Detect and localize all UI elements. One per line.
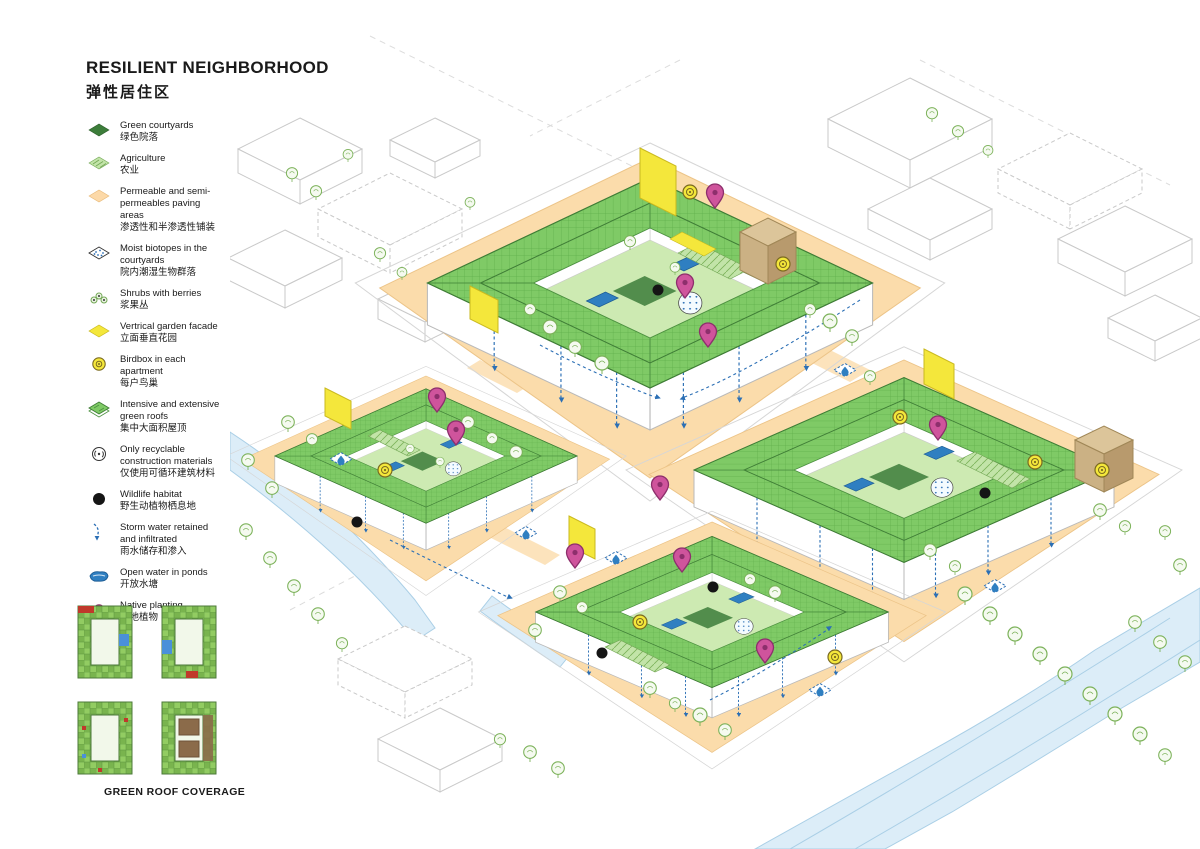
page-title: RESILIENT NEIGHBORHOOD 弹性居住区 [86, 58, 329, 102]
legend-label-zh: 渗透性和半渗透性铺装 [120, 222, 216, 233]
legend-label-en: Intensive and extensive green roofs [120, 399, 220, 422]
legend-label-en: Green courtyards [120, 120, 194, 131]
title-en: RESILIENT NEIGHBORHOOD [86, 58, 329, 77]
legend-label-en: Vertrical garden facade [120, 321, 218, 332]
legend-item-moist-biotopes: Moist biotopes in the courtyards 院内潮湿生物群… [86, 243, 224, 279]
legend-item-shrubs-berries: Shrubs with berries 浆果丛 [86, 288, 224, 312]
green-roof-coverage-plan-2 [161, 605, 217, 679]
legend-label-zh: 仅使用可循环建筑材料 [120, 468, 216, 479]
legend-item-storm-water: Storm water retained and infiltrated 雨水储… [86, 522, 224, 558]
legend-label-en: Permeable and semi-permeables paving are… [120, 186, 211, 221]
title-zh: 弹性居住区 [86, 84, 172, 101]
legend-label-en: Birdbox in each apartment [120, 354, 186, 377]
wildlife-habitat-icon [86, 489, 112, 509]
legend-item-agriculture: Agriculture 农业 [86, 153, 224, 177]
main-axonometric-illustration [230, 0, 1200, 849]
legend-label-zh: 开放水塘 [120, 579, 159, 590]
legend-item-vertical-garden: Vertrical garden facade 立面垂直花园 [86, 321, 224, 345]
legend-label-zh: 每户鸟巢 [120, 378, 159, 389]
legend-label-en: Open water in ponds [120, 567, 208, 578]
legend-label-en: Only recyclable construction materials [120, 444, 213, 467]
river [753, 587, 1200, 849]
green-courtyards-swatch [86, 120, 112, 140]
legend-label-zh: 农业 [120, 165, 140, 176]
permeable-paving-swatch [86, 186, 112, 206]
tan-building-north [738, 217, 798, 285]
context-blocks [226, 77, 1200, 793]
tan-building-east [1073, 425, 1135, 493]
green-roof-coverage-label: GREEN ROOF COVERAGE [104, 786, 246, 798]
legend-item-green-courtyards: Green courtyards 绿色院落 [86, 120, 224, 144]
legend: Green courtyards 绿色院落 Agriculture 农业 Per… [86, 120, 224, 633]
moist-biotopes-swatch [86, 243, 112, 263]
legend-label-zh: 绿色院落 [120, 132, 159, 143]
legend-label-en: Shrubs with berries [120, 288, 202, 299]
legend-label-zh: 浆果丛 [120, 300, 149, 311]
recyclable-materials-icon [86, 444, 112, 464]
legend-label-en: Wildlife habitat [120, 489, 182, 500]
green-roof-icon [86, 399, 112, 419]
legend-label-zh: 本地植物 [120, 612, 159, 623]
legend-label-zh: 集中大面积屋顶 [120, 423, 187, 434]
vertical-garden-panels [324, 147, 955, 560]
green-roof-coverage-plan-4 [161, 701, 217, 775]
open-water-icon [86, 567, 112, 587]
shrubs-berries-icon [86, 288, 112, 308]
storm-water-icon [86, 522, 112, 542]
legend-label-en: Agriculture [120, 153, 166, 164]
green-roof-coverage-plan-1 [77, 605, 133, 679]
legend-label-zh: 野生动植物栖息地 [120, 501, 197, 512]
green-roof-coverage-plan-3 [77, 701, 133, 775]
legend-label-zh: 院内潮湿生物群落 [120, 267, 197, 278]
agriculture-swatch [86, 153, 112, 173]
legend-label-zh: 立面垂直花园 [120, 333, 178, 344]
birdbox-icon [86, 354, 112, 374]
legend-item-permeable-paving: Permeable and semi-permeables paving are… [86, 186, 224, 234]
legend-label-en: Moist biotopes in the courtyards [120, 243, 208, 266]
vertical-garden-swatch [86, 321, 112, 341]
legend-label-zh: 雨水储存和渗入 [120, 546, 187, 557]
storm-water-arrows [389, 299, 861, 701]
legend-item-green-roofs: Intensive and extensive green roofs 集中大面… [86, 399, 224, 435]
legend-item-wildlife-habitat: Wildlife habitat 野生动植物栖息地 [86, 489, 224, 513]
legend-label-en: Storm water retained and infiltrated [120, 522, 209, 545]
legend-item-recyclable-materials: Only recyclable construction materials 仅… [86, 444, 224, 480]
legend-label-en: Native planting [120, 600, 183, 611]
green-roof-coverage-diagrams [72, 600, 222, 780]
legend-item-open-water: Open water in ponds 开放水塘 [86, 567, 224, 591]
legend-item-birdbox: Birdbox in each apartment 每户鸟巢 [86, 354, 224, 390]
